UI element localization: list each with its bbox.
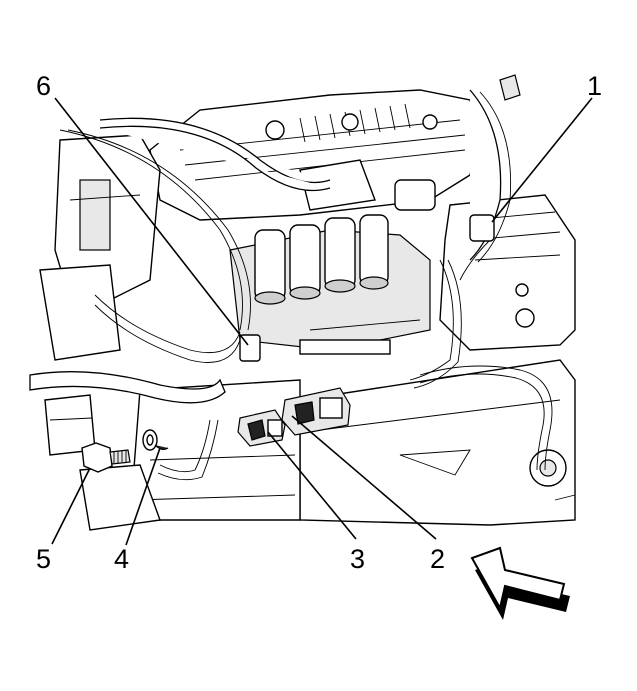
callout-4: 4 <box>114 544 129 574</box>
sensor <box>237 409 286 447</box>
leader-lines <box>51 97 593 546</box>
callout-5: 5 <box>36 544 51 574</box>
callout-3: 3 <box>350 544 365 574</box>
seal-o-ring <box>142 429 169 451</box>
ignition-coil-pack <box>229 159 436 355</box>
sensor-connector <box>281 387 351 436</box>
bolt <box>81 442 131 473</box>
arrow-icon <box>470 546 570 620</box>
callout-6: 6 <box>36 71 51 101</box>
callout-1: 1 <box>587 71 602 101</box>
callouts: 1 2 3 4 5 6 <box>36 71 602 574</box>
callout-2: 2 <box>430 544 445 574</box>
